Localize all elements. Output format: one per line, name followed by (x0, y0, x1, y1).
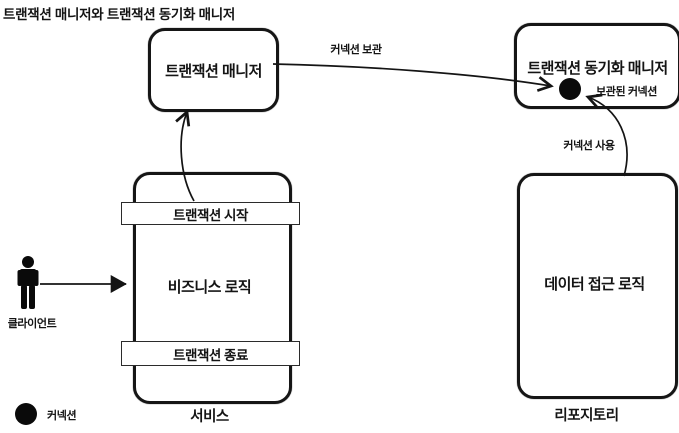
arrow-store-connection (272, 63, 554, 92)
legend-connection-label: 커넥션 (47, 410, 77, 422)
transaction-end-label: 트랜잭션 종료 (173, 347, 248, 363)
use-connection-edge-label: 커넥션 사용 (563, 140, 615, 152)
stored-connection-dot-icon (559, 78, 581, 100)
business-logic-label: 비즈니스 로직 (167, 279, 252, 296)
transaction-manager-box: 트랜잭션 매니저 (148, 28, 279, 112)
client-label: 클라이언트 (7, 318, 57, 330)
repository-caption: 리포지토리 (554, 408, 619, 424)
diagram-title: 트랜잭션 매니저와 트랜잭션 동기화 매니저 (3, 7, 235, 22)
client-person-icon (17, 256, 39, 309)
transaction-start-label: 트랜잭션 시작 (173, 207, 248, 223)
transaction-manager-label: 트랜잭션 매니저 (165, 62, 262, 80)
data-access-logic-label: 데이터 접근 로직 (544, 276, 645, 293)
sync-manager-label: 트랜잭션 동기화 매니저 (527, 60, 668, 77)
stored-connection-label: 보관된 커넥션 (596, 86, 657, 98)
transaction-start-bar: 트랜잭션 시작 (121, 202, 300, 225)
service-caption: 서비스 (190, 409, 229, 425)
legend-connection-dot-icon (15, 403, 37, 425)
transaction-end-bar: 트랜잭션 종료 (121, 341, 300, 366)
store-connection-edge-label: 커넥션 보관 (330, 44, 382, 56)
